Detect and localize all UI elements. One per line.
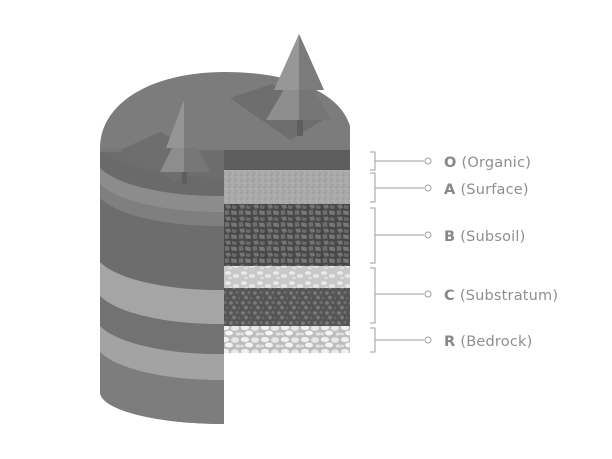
organic-horizon [224,150,350,170]
side-band-subsoil [100,198,224,291]
surface-horizon [224,170,350,204]
side-band-substratum [100,296,224,355]
side-band-light-1 [100,262,224,325]
side-band-bottom [100,352,224,424]
tree-right [266,34,332,136]
subsoil-horizon [224,204,350,266]
label-substratum: C(Substratum) [444,288,558,304]
cylinder-side [100,148,224,424]
substratum-light-horizon [224,266,350,288]
leader-dot-bedrock [424,336,432,344]
tree-left [160,100,210,184]
leader-dot-subsoil [424,231,432,239]
layer-labels: O(Organic) A(Surface) B(Subsoil) C(Subst… [444,155,558,350]
label-subsoil: B(Subsoil) [444,229,525,245]
bracket-surface [370,172,424,203]
substratum-dark-horizon [224,288,350,326]
bracket-organic [370,151,424,171]
side-band-light-2 [100,326,224,381]
leader-dot-organic [424,157,432,165]
bracket-bedrock [370,327,424,353]
side-band-surface [100,184,224,227]
side-band-organic [100,168,224,213]
layer-legend [370,151,432,353]
soil-profile-cutaway [224,150,350,353]
bracket-subsoil [370,207,424,264]
leader-dot-substratum [424,290,432,298]
label-surface: A(Surface) [444,182,529,198]
leader-dot-surface [424,184,432,192]
tree-right-trunk [297,116,303,136]
bracket-substratum [370,267,424,324]
label-organic: O(Organic) [444,155,531,171]
bedrock-horizon [224,326,350,353]
tree-left-trunk [182,168,187,184]
label-bedrock: R(Bedrock) [444,334,532,350]
